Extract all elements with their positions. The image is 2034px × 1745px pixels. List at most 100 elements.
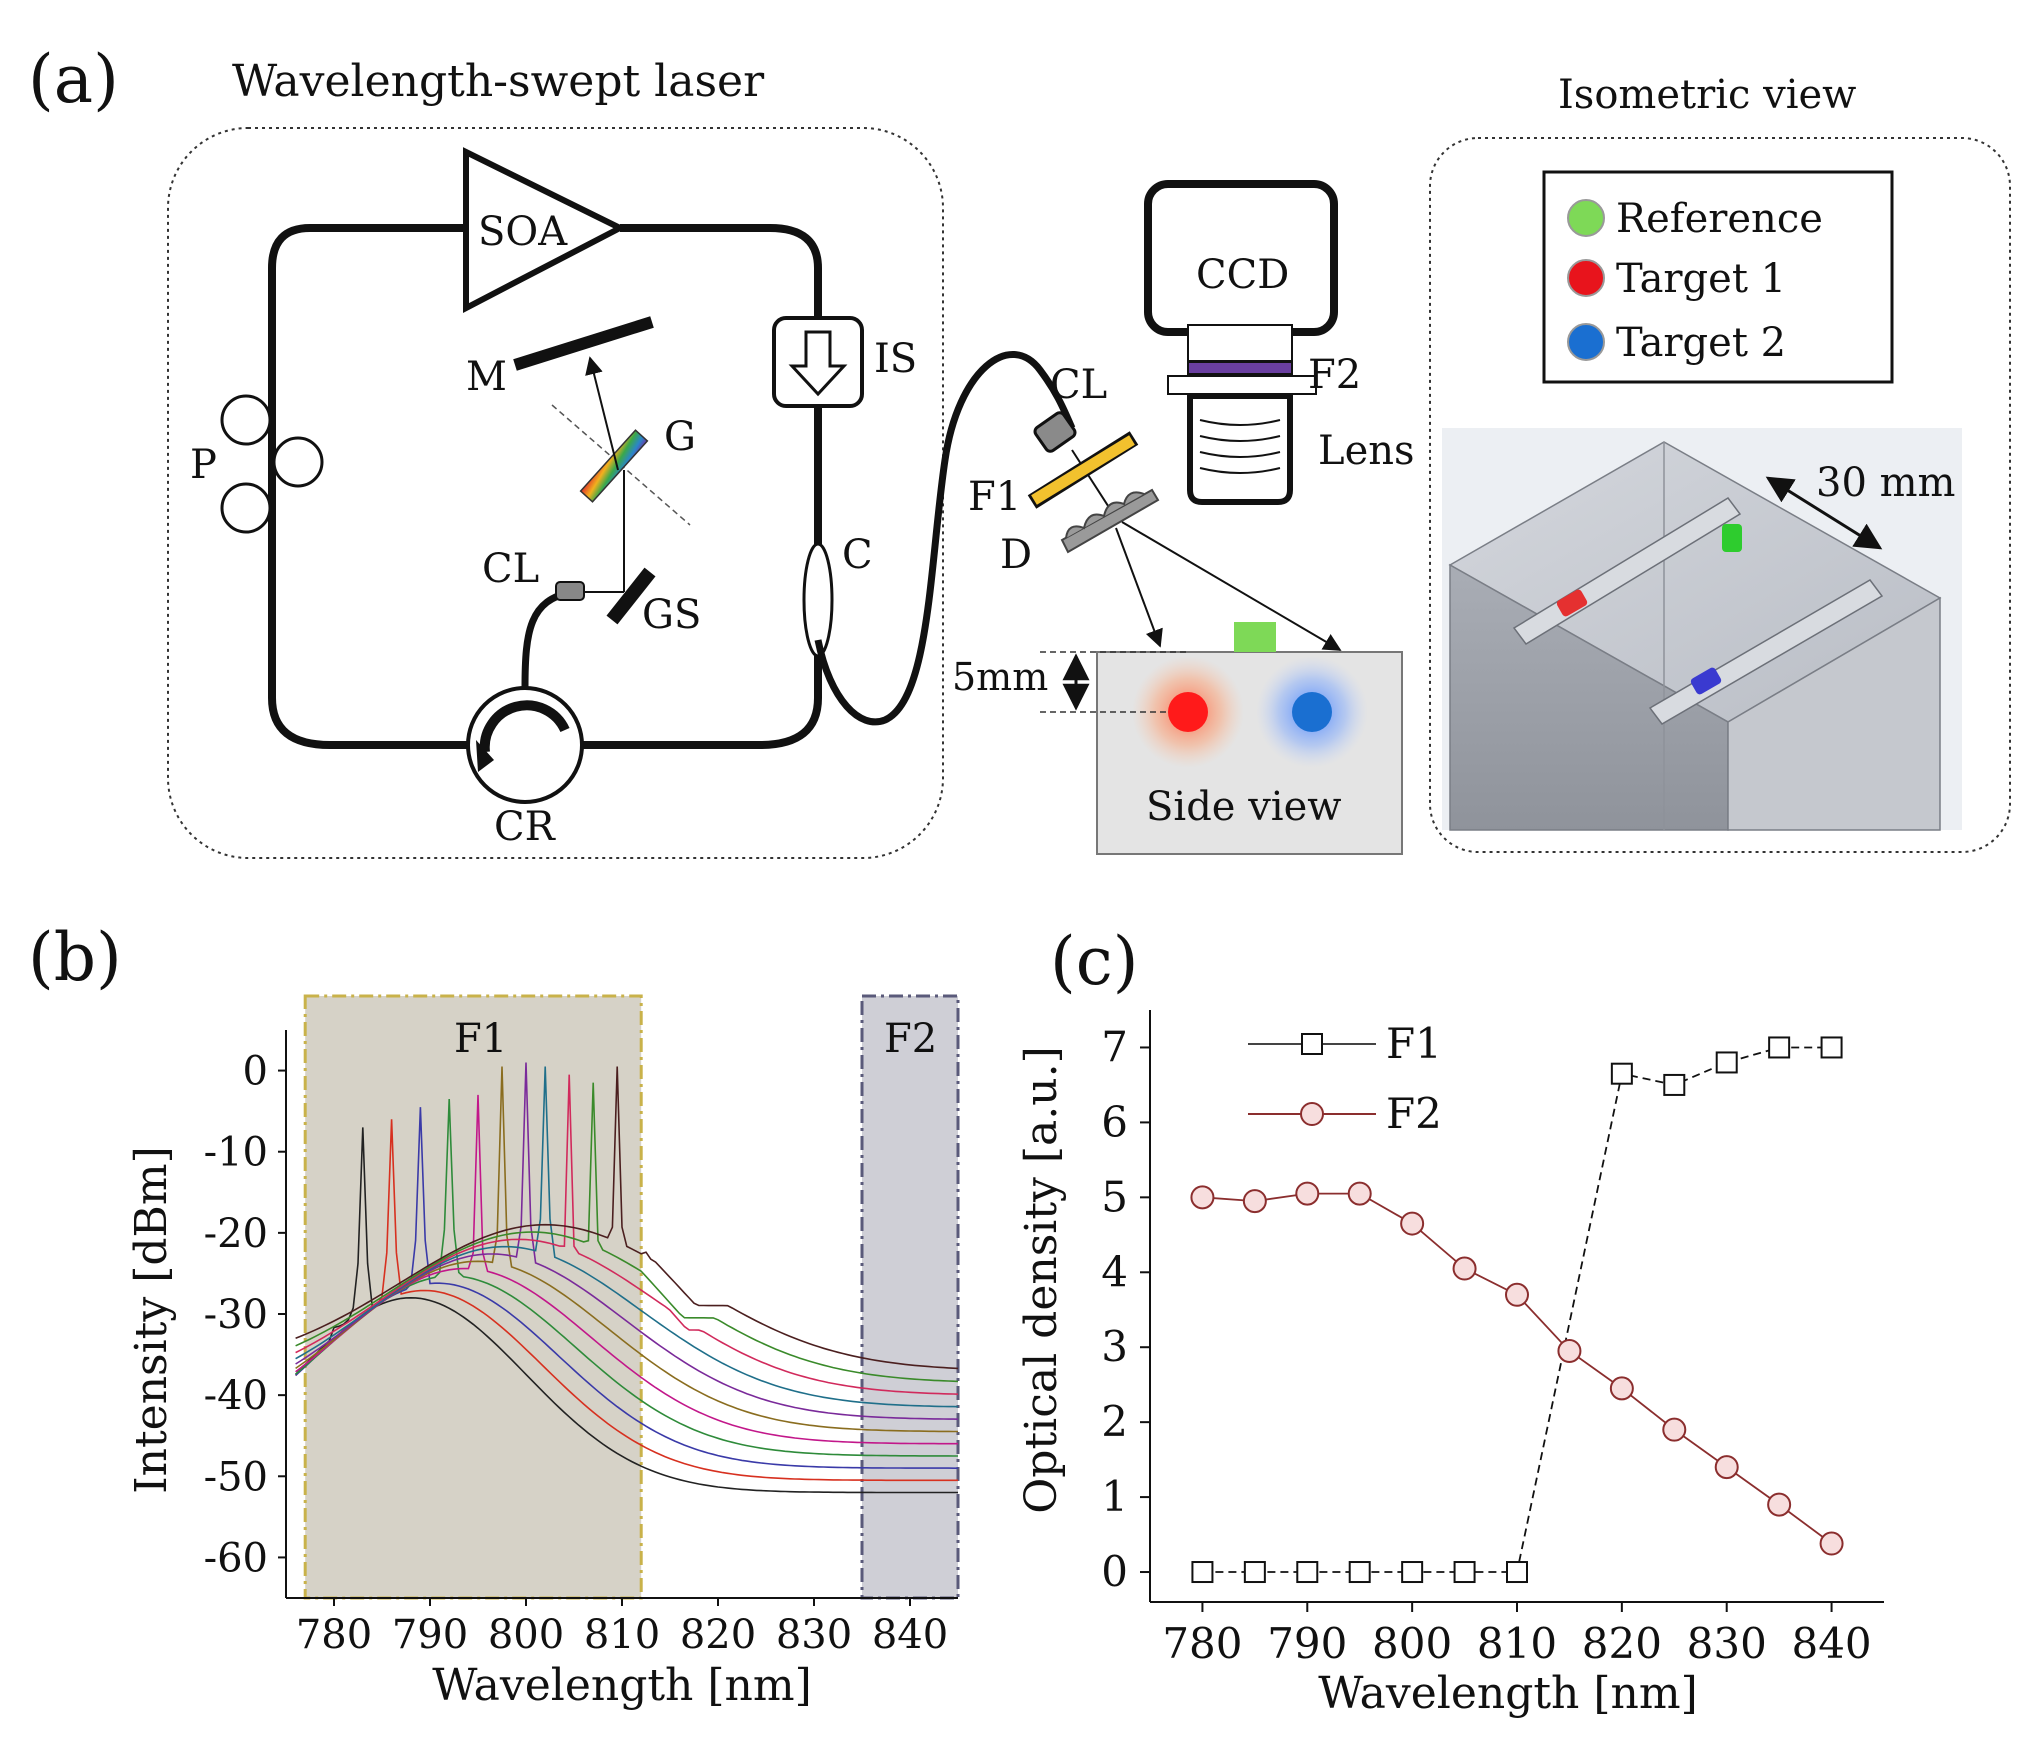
panel-c-xlabel: Wavelength [nm] — [1318, 1668, 1698, 1719]
x-tick-label: 790 — [392, 1612, 468, 1658]
legend-reference-marker — [1567, 199, 1605, 237]
x-tick-label: 810 — [584, 1612, 660, 1658]
target-1-marker — [1168, 692, 1208, 732]
y-tick-label: 0 — [243, 1049, 268, 1095]
lens-threads — [1199, 419, 1281, 474]
spectrum-line — [295, 1098, 958, 1457]
diffuser — [1060, 488, 1160, 554]
series-f1-point — [1663, 1073, 1686, 1096]
series-f1-point — [1820, 1036, 1843, 1059]
x-tick-label: 820 — [680, 1612, 756, 1658]
filter-f1-fill — [1031, 435, 1135, 505]
legend-target-2-label: Target 2 — [1616, 320, 1786, 366]
series-f1-point — [1401, 1561, 1424, 1584]
cr-label: CR — [494, 804, 557, 850]
x-tick-label: 780 — [296, 1612, 372, 1658]
filter-f2 — [1187, 361, 1293, 375]
series-f2-point — [1819, 1531, 1844, 1556]
y-tick-label: -20 — [204, 1211, 268, 1257]
x-tick-label: 840 — [1791, 1619, 1871, 1668]
series-f2-point — [1662, 1417, 1687, 1442]
cl-outer-label: CL — [1050, 362, 1107, 408]
lens-label: Lens — [1318, 428, 1415, 474]
x-tick-label: 820 — [1582, 1619, 1662, 1668]
circulator-arrow-icon — [479, 700, 570, 753]
isometric-title: Isometric view — [1558, 72, 1856, 118]
c-label: C — [842, 532, 873, 578]
scatter-arrow-2 — [1121, 521, 1342, 651]
x-tick-label: 830 — [1687, 1619, 1767, 1668]
x-tick-label: 790 — [1267, 1619, 1347, 1668]
y-tick-label: 2 — [1101, 1397, 1128, 1446]
series-f1-point — [1296, 1561, 1319, 1584]
legend-f1-label: F1 — [1386, 1019, 1442, 1068]
circulator-fiber — [521, 588, 573, 689]
beam-to-mirror — [585, 356, 619, 471]
series-f1-line — [1202, 1046, 1832, 1573]
series-f2-point — [1505, 1282, 1529, 1307]
inner-collimator — [555, 581, 585, 601]
mirror — [513, 316, 654, 371]
pc-loop-2 — [272, 436, 324, 488]
legend-f2-marker — [1300, 1102, 1324, 1126]
series-f2-point — [1295, 1181, 1320, 1206]
spectrum-line — [295, 1074, 959, 1395]
depth-label: 5mm — [952, 655, 1048, 699]
legend-f1-marker — [1301, 1033, 1323, 1055]
panel-a: (a) Wavelength-swept laser SOA IS C P CR… — [28, 41, 2011, 859]
y-tick-label: 0 — [1101, 1547, 1128, 1596]
series-f2-point — [1242, 1189, 1267, 1214]
legend-reference-label: Reference — [1616, 196, 1823, 242]
y-tick-label: -50 — [204, 1454, 268, 1500]
y-tick-label: -40 — [204, 1373, 268, 1419]
cl-inner-label: CL — [482, 546, 539, 592]
spectrum-line — [295, 1082, 959, 1383]
scatter-arrow-1 — [1115, 527, 1163, 648]
series-f1-point — [1453, 1561, 1476, 1584]
isometric-enclosure — [1429, 137, 2011, 853]
spectrum-line — [295, 1107, 958, 1469]
d-label: D — [1000, 532, 1032, 578]
side-view-label: Side view — [1146, 784, 1342, 830]
legend-f2-label: F2 — [1386, 1089, 1442, 1138]
y-tick-label: -30 — [204, 1292, 268, 1338]
f2-label: F2 — [1308, 352, 1361, 398]
scale-arrow — [1765, 476, 1883, 550]
panel-b-spectra — [295, 1062, 959, 1494]
series-f2-point — [1190, 1185, 1215, 1210]
y-tick-label: 5 — [1101, 1172, 1128, 1221]
pc-loop-1 — [220, 394, 272, 446]
target-2-marker — [1292, 692, 1332, 732]
gs-label: GS — [642, 592, 701, 638]
ccd-mount — [1187, 324, 1293, 362]
series-f1-point — [1191, 1561, 1214, 1584]
series-f2-point — [1347, 1181, 1372, 1206]
series-f1-point — [1243, 1561, 1266, 1584]
series-f1-point — [1348, 1561, 1371, 1584]
x-tick-label: 830 — [776, 1612, 852, 1658]
x-tick-label: 780 — [1162, 1619, 1242, 1668]
panel-b-label: (b) — [28, 919, 122, 996]
legend-target-1-marker — [1567, 259, 1605, 297]
series-f1-point — [1610, 1062, 1633, 1085]
band-f1-label: F1 — [454, 1016, 507, 1062]
spectrum-line — [295, 1066, 959, 1370]
camera-lens — [1187, 393, 1293, 505]
series-f2-line — [1202, 1192, 1833, 1545]
panel-c-series — [1190, 1036, 1844, 1584]
laser-title: Wavelength-swept laser — [232, 56, 765, 107]
isolator-arrow-icon — [788, 330, 848, 397]
legend-target-1-label: Target 1 — [1616, 256, 1786, 302]
legend-target-2-marker — [1567, 323, 1605, 361]
f2-mount — [1167, 375, 1317, 395]
pc-loop-3 — [220, 482, 272, 534]
galvo-scanner — [606, 567, 656, 625]
x-tick-label: 800 — [488, 1612, 564, 1658]
series-f1-point — [1768, 1036, 1791, 1059]
panel-b-ylabel: Intensity [dBm] — [126, 1146, 177, 1494]
scale-label: 30 mm — [1816, 460, 1955, 506]
y-tick-label: 6 — [1101, 1097, 1128, 1146]
